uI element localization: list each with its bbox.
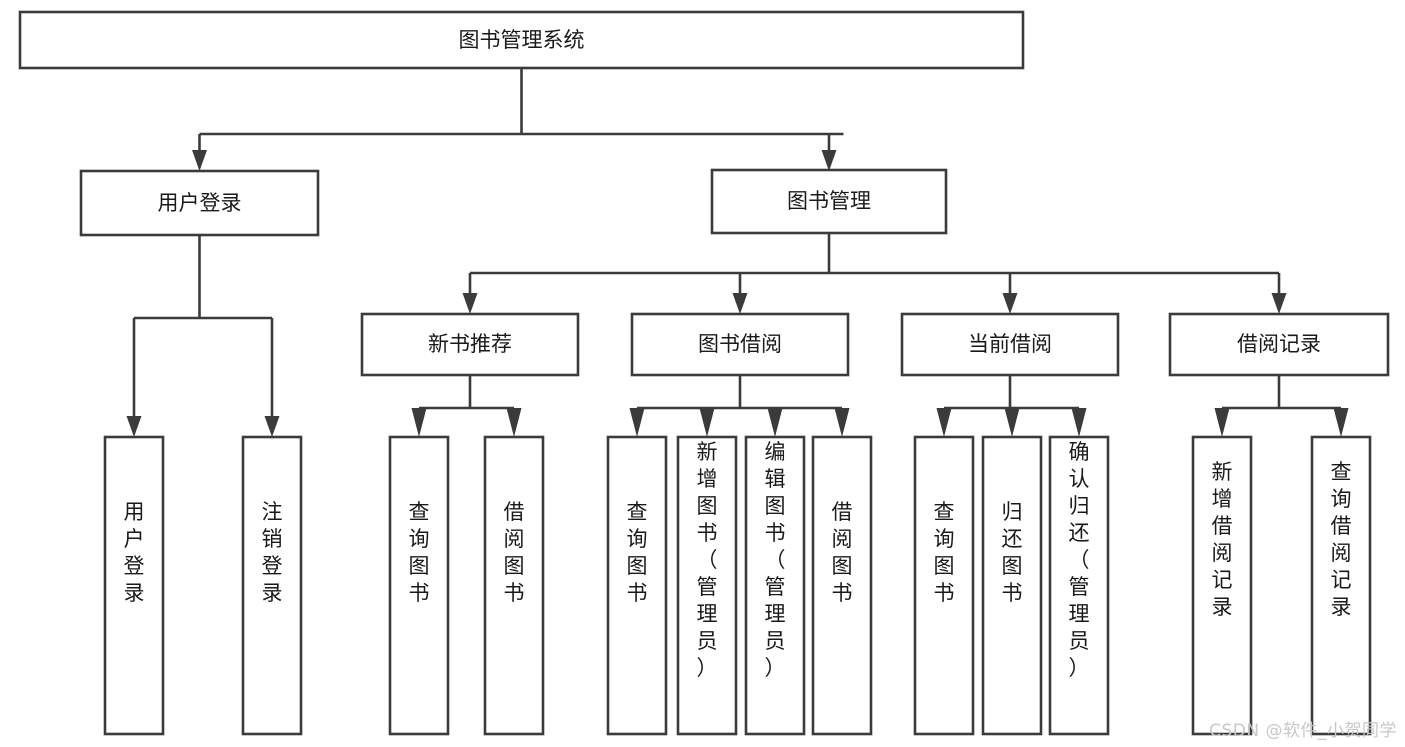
node-root-box[interactable] xyxy=(18,10,1025,70)
node-leaf-user-logout-box[interactable] xyxy=(241,435,303,736)
node-leaf-borrow-book-rec-label: 借阅图书 xyxy=(504,500,525,605)
node-user-login[interactable]: 用户登录 xyxy=(79,169,320,237)
arrowhead-leaf-query-book-current xyxy=(936,408,952,437)
arrowhead-new-book-rec xyxy=(462,293,478,314)
csdn-watermark: CSDN @软件_小贺同学 xyxy=(1209,721,1397,741)
edge-layer xyxy=(126,68,1349,437)
node-book-manage-label: 图书管理 xyxy=(787,189,871,213)
arrowhead-leaf-user-login xyxy=(126,416,142,437)
node-leaf-add-record-box[interactable] xyxy=(1191,435,1253,736)
node-leaf-borrow-book[interactable]: 借阅图书 xyxy=(811,435,873,736)
node-leaf-query-book-borrow-box[interactable] xyxy=(606,435,668,736)
node-leaf-borrow-book-rec-box[interactable] xyxy=(483,435,545,736)
node-leaf-add-book-label: 新增图书（管理员） xyxy=(697,440,718,680)
node-leaf-user-logout[interactable]: 注销登录 xyxy=(241,435,303,736)
arrowhead-book-borrow xyxy=(732,293,748,314)
arrowhead-leaf-query-record xyxy=(1333,408,1349,437)
node-leaf-add-book-box[interactable] xyxy=(676,435,738,736)
node-book-manage[interactable]: 图书管理 xyxy=(710,168,948,235)
node-leaf-return-book-box[interactable] xyxy=(981,435,1043,736)
arrowhead-book-manage xyxy=(821,150,837,171)
arrowhead-leaf-add-book xyxy=(699,408,715,437)
arrowhead-leaf-query-book-rec xyxy=(411,408,427,437)
node-leaf-user-login[interactable]: 用户登录 xyxy=(103,435,165,736)
node-leaf-return-book[interactable]: 归还图书 xyxy=(981,435,1043,736)
node-leaf-borrow-book-label: 借阅图书 xyxy=(832,500,853,605)
arrowhead-leaf-query-book-borrow xyxy=(629,408,645,437)
node-leaf-user-login-box[interactable] xyxy=(103,435,165,736)
node-book-borrow-label: 图书借阅 xyxy=(698,332,782,356)
node-user-login-box[interactable] xyxy=(79,169,320,237)
node-leaf-user-login-label: 用户登录 xyxy=(124,500,145,605)
node-leaf-edit-book-box[interactable] xyxy=(744,435,806,736)
node-borrow-record-label: 借阅记录 xyxy=(1237,332,1321,356)
node-leaf-query-book-borrow[interactable]: 查询图书 xyxy=(606,435,668,736)
arrowhead-leaf-confirm-return xyxy=(1071,408,1087,437)
node-leaf-query-book-current-label: 查询图书 xyxy=(934,500,955,605)
arrowhead-leaf-add-record xyxy=(1214,408,1230,437)
node-leaf-query-book-rec[interactable]: 查询图书 xyxy=(388,435,450,736)
arrowhead-leaf-edit-book xyxy=(767,408,783,437)
node-book-manage-box[interactable] xyxy=(710,168,948,235)
arrowhead-leaf-borrow-book-rec xyxy=(506,408,522,437)
node-leaf-return-book-label: 归还图书 xyxy=(1002,500,1023,605)
node-leaf-add-book[interactable]: 新增图书（管理员） xyxy=(676,435,738,736)
node-leaf-query-book-borrow-label: 查询图书 xyxy=(627,500,648,605)
node-leaf-confirm-return-box[interactable] xyxy=(1048,435,1110,736)
node-root-label: 图书管理系统 xyxy=(459,28,585,52)
node-leaf-borrow-book-box[interactable] xyxy=(811,435,873,736)
node-leaf-user-logout-label: 注销登录 xyxy=(262,500,283,605)
node-leaf-borrow-book-rec[interactable]: 借阅图书 xyxy=(483,435,545,736)
arrowhead-leaf-user-logout xyxy=(264,416,280,437)
node-book-borrow-box[interactable] xyxy=(630,312,850,377)
node-leaf-edit-book[interactable]: 编辑图书（管理员） xyxy=(744,435,806,736)
arrowhead-leaf-return-book xyxy=(1004,408,1020,437)
node-new-book-rec-label: 新书推荐 xyxy=(428,332,512,356)
node-root[interactable]: 图书管理系统 xyxy=(18,10,1025,70)
node-leaf-add-record-label: 新增借阅记录 xyxy=(1212,460,1233,619)
node-leaf-query-book-rec-box[interactable] xyxy=(388,435,450,736)
node-borrow-record-box[interactable] xyxy=(1168,312,1390,377)
node-current-borrow[interactable]: 当前借阅 xyxy=(900,312,1120,377)
arrowhead-leaf-borrow-book xyxy=(834,408,850,437)
node-current-borrow-box[interactable] xyxy=(900,312,1120,377)
node-leaf-query-record-label: 查询借阅记录 xyxy=(1331,460,1352,619)
node-leaf-query-record[interactable]: 查询借阅记录 xyxy=(1310,435,1372,736)
arrowhead-current-borrow xyxy=(1002,293,1018,314)
node-leaf-query-record-box[interactable] xyxy=(1310,435,1372,736)
node-current-borrow-label: 当前借阅 xyxy=(968,332,1052,356)
node-leaf-confirm-return[interactable]: 确认归还（管理员） xyxy=(1048,435,1110,736)
node-book-borrow[interactable]: 图书借阅 xyxy=(630,312,850,377)
node-leaf-add-record[interactable]: 新增借阅记录 xyxy=(1191,435,1253,736)
node-layer: 图书管理系统 用户登录 图书管理 新书推荐 图书借阅 当前 xyxy=(18,10,1390,736)
node-borrow-record[interactable]: 借阅记录 xyxy=(1168,312,1390,377)
node-new-book-rec-box[interactable] xyxy=(360,312,580,377)
arrowhead-user-login xyxy=(192,150,207,171)
node-leaf-edit-book-label: 编辑图书（管理员） xyxy=(765,440,786,680)
node-leaf-query-book-current[interactable]: 查询图书 xyxy=(913,435,975,736)
node-new-book-rec[interactable]: 新书推荐 xyxy=(360,312,580,377)
node-leaf-query-book-rec-label: 查询图书 xyxy=(409,500,430,605)
node-leaf-confirm-return-label: 确认归还（管理员） xyxy=(1069,440,1090,680)
arrowhead-borrow-record xyxy=(1271,293,1287,314)
node-user-login-label: 用户登录 xyxy=(158,191,242,215)
node-leaf-query-book-current-box[interactable] xyxy=(913,435,975,736)
